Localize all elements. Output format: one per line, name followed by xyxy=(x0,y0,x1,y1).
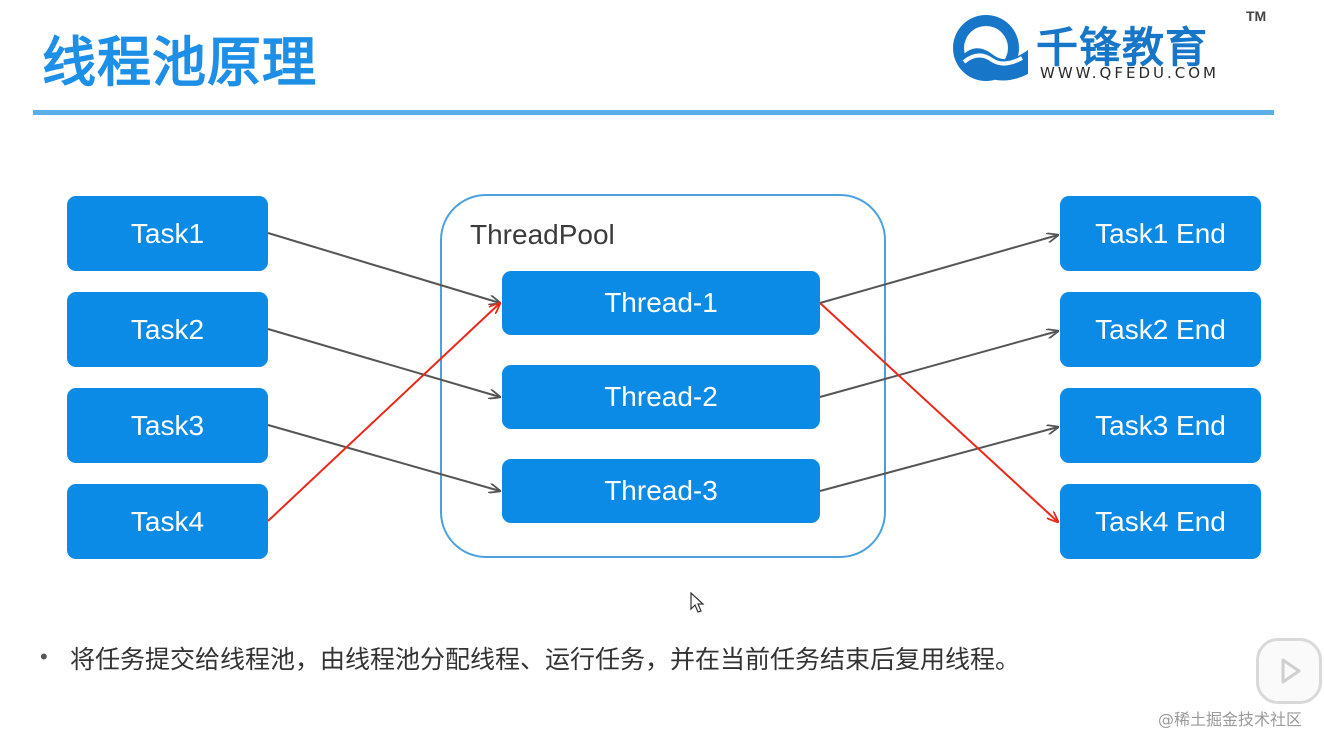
thread-box-2: Thread-2 xyxy=(502,365,820,429)
logo-name: 千锋教育 xyxy=(1036,23,1209,72)
task-end-box-4: Task4 End xyxy=(1060,484,1261,559)
mouse-cursor-icon xyxy=(690,592,705,613)
out-edge-arrow-2 xyxy=(819,331,1058,398)
logo-wave-icon xyxy=(953,15,1028,81)
task-box-2: Task2 xyxy=(67,292,268,367)
in-edge-arrow-3 xyxy=(267,424,500,491)
out-edge-arrow-4 xyxy=(819,302,1058,522)
out-edge-arrow-3 xyxy=(819,427,1058,492)
video-play-button[interactable] xyxy=(1256,638,1322,704)
threadpool-label: ThreadPool xyxy=(470,219,615,250)
logo-trademark: TM xyxy=(1246,8,1267,24)
logo-url: WWW.QFEDU.COM xyxy=(1040,64,1219,82)
task-box-4: Task4 xyxy=(67,484,268,559)
threadpool-container xyxy=(440,194,886,558)
task-box-3: Task3 xyxy=(67,388,268,463)
title-divider xyxy=(33,110,1274,115)
watermark: @稀土掘金技术社区 xyxy=(1158,710,1303,729)
out-edge-arrow-1 xyxy=(819,235,1058,304)
in-edge-arrow-4 xyxy=(267,303,500,522)
thread-box-3: Thread-3 xyxy=(502,459,820,523)
bullet-text: 将任务提交给线程池，由线程池分配线程、运行任务，并在当前任务结束后复用线程。 xyxy=(70,645,1021,674)
task-end-box-1: Task1 End xyxy=(1060,196,1261,271)
task-box-1: Task1 xyxy=(67,196,268,271)
task-end-box-3: Task3 End xyxy=(1060,388,1261,463)
bullet-dot: • xyxy=(40,644,48,669)
in-edge-arrow-2 xyxy=(267,328,500,397)
thread-box-1: Thread-1 xyxy=(502,271,820,335)
qfedu-logo: 千锋教育 TM WWW.QFEDU.COM xyxy=(944,6,1274,86)
task-end-box-2: Task2 End xyxy=(1060,292,1261,367)
in-edge-arrow-1 xyxy=(267,232,500,303)
play-icon xyxy=(1281,658,1301,684)
slide-title: 线程池原理 xyxy=(42,31,317,94)
